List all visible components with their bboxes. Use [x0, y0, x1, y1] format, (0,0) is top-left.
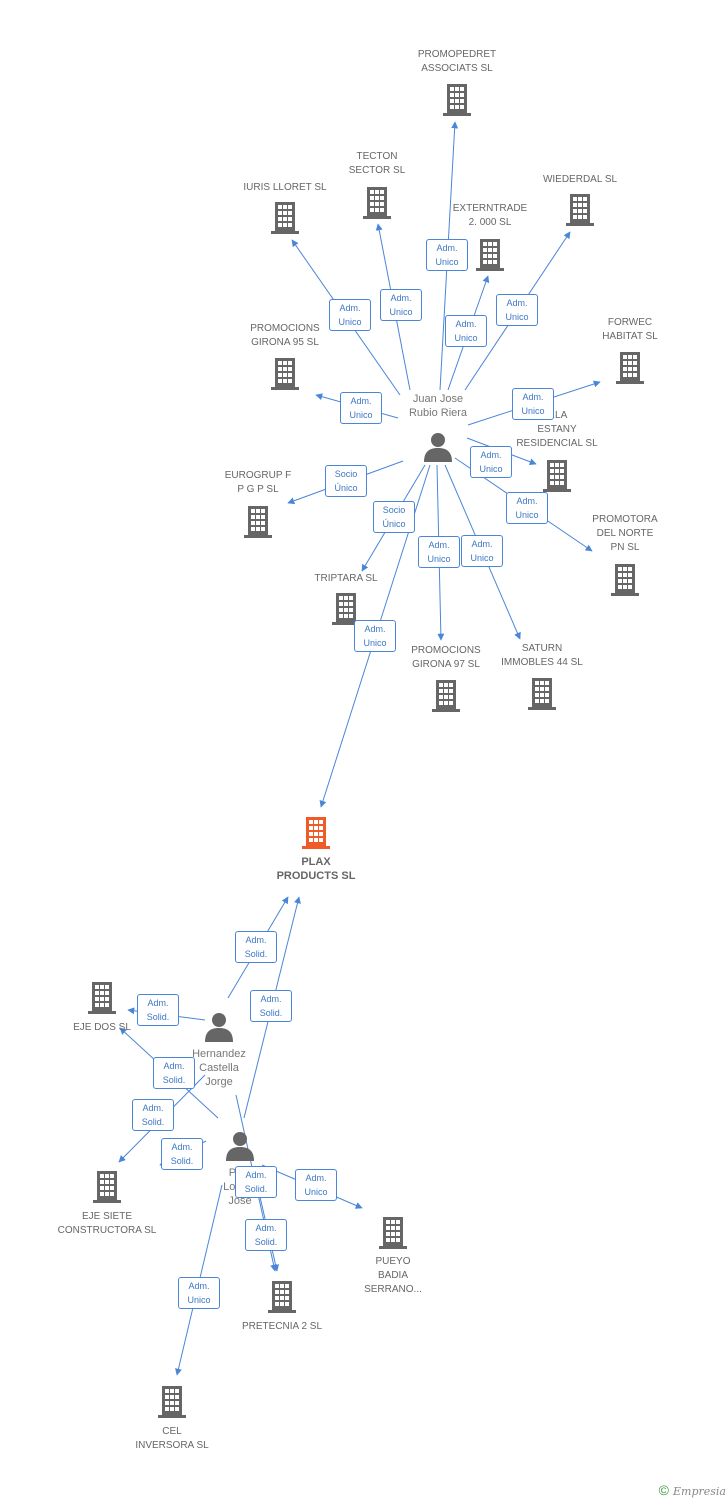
person-icon-pueyojose[interactable] [226, 1132, 254, 1161]
footer-brand: © Empresia [659, 1482, 726, 1498]
person-icon-hernandez[interactable] [205, 1013, 233, 1042]
building-icon-promocions95[interactable] [271, 358, 299, 390]
role-badge-juan-promocions95[interactable]: Adm. Unico [340, 392, 382, 424]
role-badge-juan-tecton[interactable]: Adm. Unico [380, 289, 422, 321]
building-icon-promocions97[interactable] [432, 680, 460, 712]
node-label-promocions95[interactable]: PROMOCIONS GIRONA 95 SL [250, 323, 320, 348]
role-badge-juan-forwec[interactable]: Adm. Unico [512, 388, 554, 420]
building-icon-tecton[interactable] [363, 187, 391, 219]
node-label-externtrade[interactable]: EXTERNTRADE 2. 000 SL [452, 203, 528, 228]
nodes-layer [88, 84, 644, 1418]
node-label-iuris[interactable]: IURIS LLORET SL [243, 182, 327, 193]
building-icon-estany[interactable] [543, 460, 571, 492]
building-icon-promopedret[interactable] [443, 84, 471, 116]
node-label-pueyo[interactable]: PUEYO BADIA SERRANO... [364, 1256, 422, 1295]
building-icon-wiederdal[interactable] [566, 194, 594, 226]
role-badge-hernandez-plax[interactable]: Adm. Solid. [235, 931, 277, 963]
role-badge-juan-plax[interactable]: Adm. Unico [354, 620, 396, 652]
building-icon-eurogrup[interactable] [244, 506, 272, 538]
role-badge-juan-wiederdal[interactable]: Adm. Unico [496, 294, 538, 326]
role-badge-juan-saturn[interactable]: Adm. Unico [461, 535, 503, 567]
node-label-plax[interactable]: PLAX PRODUCTS SL [276, 856, 356, 882]
role-badge-juan-eurogrup[interactable]: Socio Único [325, 465, 367, 497]
building-icon-forwec[interactable] [616, 352, 644, 384]
building-icon-pueyo[interactable] [379, 1217, 407, 1249]
node-label-promotora[interactable]: PROMOTORA DEL NORTE PN SL [592, 514, 658, 553]
node-label-cel[interactable]: CEL INVERSORA SL [135, 1426, 209, 1451]
role-badge-juan-triptara[interactable]: Socio Único [373, 501, 415, 533]
node-label-hernandez[interactable]: Hernandez Castella Jorge [192, 1048, 246, 1088]
role-badge-juan-promocions97[interactable]: Adm. Unico [418, 536, 460, 568]
building-icon-promotora[interactable] [611, 564, 639, 596]
role-badge-pueyojose-ejesiete[interactable]: Adm. Solid. [161, 1138, 203, 1170]
role-badge-juan-externtrade[interactable]: Adm. Unico [445, 315, 487, 347]
building-icon-cel[interactable] [158, 1386, 186, 1418]
node-label-eurogrup[interactable]: EUROGRUP F P G P SL [224, 470, 292, 495]
role-badge-juan-iuris[interactable]: Adm. Unico [329, 299, 371, 331]
node-label-ejesiete[interactable]: EJE SIETE CONSTRUCTORA SL [57, 1211, 157, 1236]
node-label-ejedos[interactable]: EJE DOS SL [73, 1022, 131, 1033]
role-badge-juan-estany[interactable]: Adm. Unico [470, 446, 512, 478]
node-label-forwec[interactable]: FORWEC HABITAT SL [602, 317, 658, 342]
node-label-juan[interactable]: Juan Jose Rubio Riera [408, 393, 468, 419]
role-badge-pueyojose-cel[interactable]: Adm. Unico [178, 1277, 220, 1309]
node-label-promocions97[interactable]: PROMOCIONS GIRONA 97 SL [411, 645, 481, 670]
building-icon-plax[interactable] [302, 817, 330, 849]
role-badge-hernandez-ejedos[interactable]: Adm. Solid. [137, 994, 179, 1026]
building-icon-externtrade[interactable] [476, 239, 504, 271]
role-badge-hernandez-pretecnia[interactable]: Adm. Solid. [235, 1166, 277, 1198]
node-label-estany[interactable]: ...LA ESTANY RESIDENCIAL SL [516, 410, 598, 449]
building-icon-saturn[interactable] [528, 678, 556, 710]
building-icon-iuris[interactable] [271, 202, 299, 234]
copyright-icon: © [658, 1482, 669, 1498]
role-badge-pueyojose-pretecnia[interactable]: Adm. Solid. [245, 1219, 287, 1251]
node-label-triptara[interactable]: TRIPTARA SL [314, 573, 378, 584]
role-badge-juan-promotora[interactable]: Adm. Unico [506, 492, 548, 524]
role-badge-pueyojose-pueyo[interactable]: Adm. Unico [295, 1169, 337, 1201]
node-label-tecton[interactable]: TECTON SECTOR SL [348, 151, 406, 176]
node-label-saturn[interactable]: SATURN IMMOBLES 44 SL [501, 643, 583, 668]
person-icon-juan[interactable] [424, 433, 452, 462]
node-label-promopedret[interactable]: PROMOPEDRET ASSOCIATS SL [417, 49, 497, 74]
role-badge-hernandez-ejesiete[interactable]: Adm. Solid. [132, 1099, 174, 1131]
building-icon-pretecnia[interactable] [268, 1281, 296, 1313]
role-badge-pueyojose-ejedos[interactable]: Adm. Solid. [153, 1057, 195, 1089]
building-icon-ejesiete[interactable] [93, 1171, 121, 1203]
brand-name: Empresia [673, 1485, 726, 1498]
role-badge-juan-promopedret[interactable]: Adm. Unico [426, 239, 468, 271]
node-label-pretecnia[interactable]: PRETECNIA 2 SL [241, 1321, 323, 1332]
node-label-wiederdal[interactable]: WIEDERDAL SL [542, 174, 618, 185]
building-icon-ejedos[interactable] [88, 982, 116, 1014]
role-badge-pueyojose-plax[interactable]: Adm. Solid. [250, 990, 292, 1022]
